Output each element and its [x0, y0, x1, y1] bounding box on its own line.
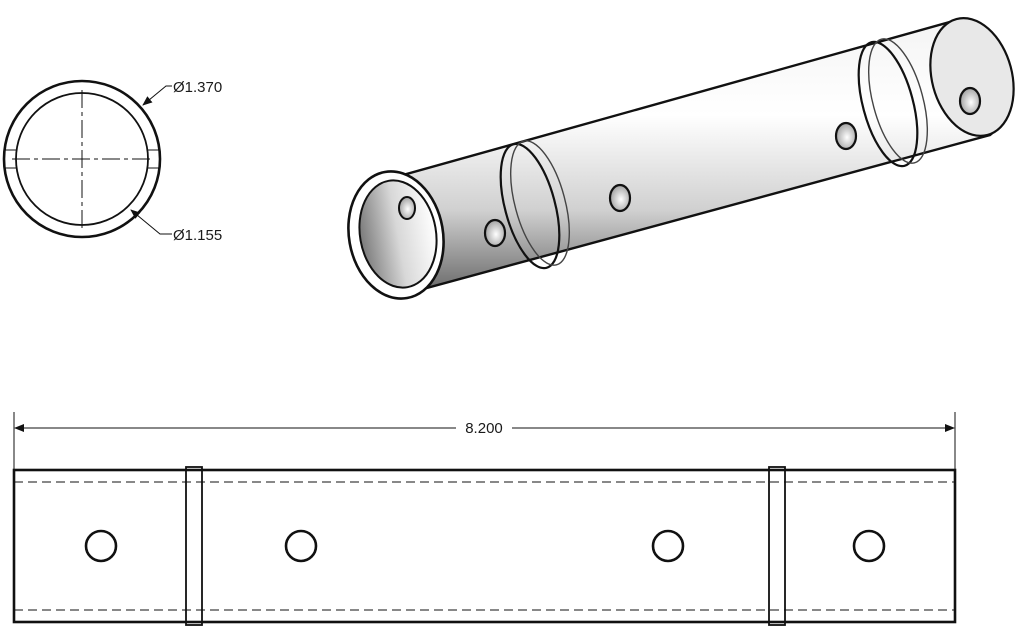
outer-diameter-label: Ø1.370 [173, 79, 222, 96]
left-notch [5, 149, 16, 169]
groove-ring-right-2 [868, 38, 928, 164]
side-hole-4 [852, 529, 886, 563]
inner-diameter-label: Ø1.155 [173, 227, 222, 244]
tube-body [363, 18, 1010, 294]
inner-diameter-leader [130, 209, 172, 235]
groove-right [768, 466, 786, 626]
side-hole-3 [651, 529, 685, 563]
end-view: Ø1.370 Ø1.155 [2, 79, 222, 244]
tube-outline [12, 468, 957, 624]
iso-hole-inner [398, 196, 416, 220]
right-notch [148, 149, 159, 169]
side-hole-1 [84, 529, 118, 563]
side-hole-2 [284, 529, 318, 563]
groove-ring-left-2 [510, 140, 570, 266]
near-end-inner [358, 179, 438, 289]
isometric-view [347, 17, 1015, 300]
far-end-cap [929, 17, 1015, 137]
iso-hole-4 [958, 86, 982, 116]
iso-hole-2 [608, 183, 632, 213]
outer-diameter-leader [142, 85, 172, 106]
length-dimension-label: 8.200 [465, 420, 503, 437]
iso-hole-1 [483, 218, 507, 248]
iso-hole-3 [834, 121, 858, 151]
groove-ring-left [499, 142, 561, 270]
side-view: 8.200 [12, 412, 957, 626]
outer-circle [2, 79, 162, 239]
groove-left [185, 466, 203, 626]
groove-ring-right [857, 40, 919, 168]
